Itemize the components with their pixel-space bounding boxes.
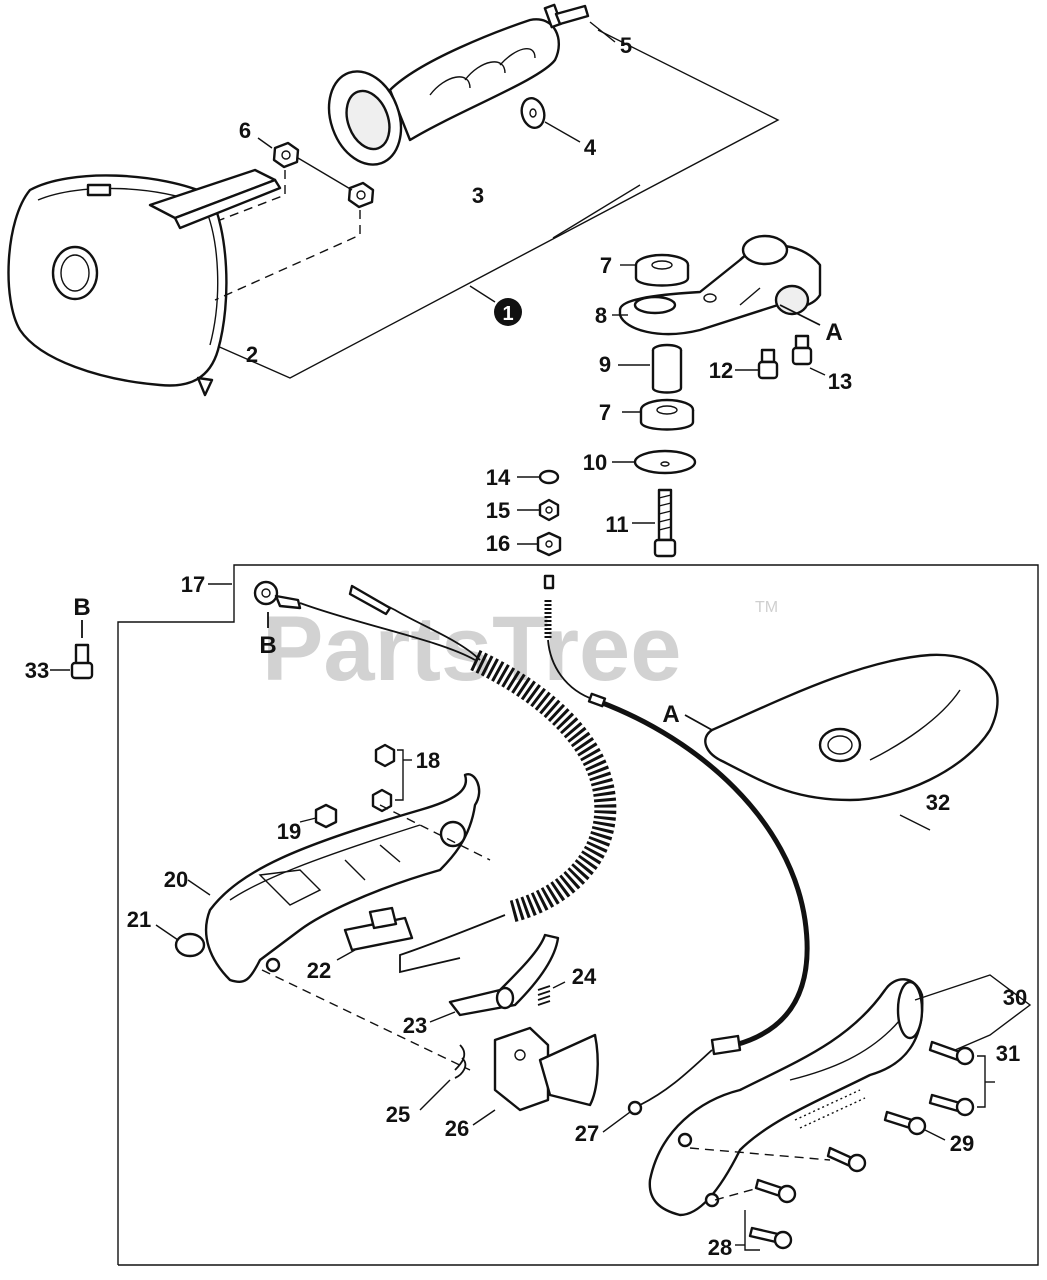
label-17: 17 — [181, 572, 205, 597]
ref-b-terminal: B — [259, 632, 276, 659]
screw-33-part — [70, 643, 94, 680]
label-12: 12 — [709, 358, 733, 383]
guard-plate-part — [7, 168, 282, 397]
spring-24-part — [537, 985, 551, 1006]
throttle-cable-part — [543, 574, 810, 1116]
nut-15-part — [538, 498, 560, 522]
label-18: 18 — [416, 748, 440, 773]
bearing-7-top-part — [634, 253, 690, 287]
label-11: 11 — [605, 512, 628, 537]
switch-22-part — [343, 906, 414, 952]
assembly-1-marker — [494, 298, 522, 326]
nut-16-part — [536, 531, 562, 557]
screw-29-part — [883, 1110, 927, 1136]
label-23: 23 — [403, 1013, 427, 1038]
screw-5-part — [543, 3, 590, 29]
label-30: 30 — [1003, 985, 1027, 1010]
wire-harness-part — [253, 580, 481, 661]
label-33: 33 — [25, 658, 49, 683]
loop-handle-32-part — [704, 653, 999, 802]
watermark-trademark: TM — [755, 599, 778, 616]
ref-a-arm: A — [825, 319, 842, 346]
label-5: 5 — [620, 33, 632, 58]
torsion-spring-25-part — [454, 1044, 467, 1079]
washer-4-part — [520, 97, 546, 129]
label-9: 9 — [599, 352, 611, 377]
nut-6-parts — [272, 141, 375, 209]
handle-half-20-part — [204, 773, 481, 983]
label-31: 31 — [996, 1041, 1020, 1066]
washer-14-part — [538, 469, 560, 485]
washer-10-part — [633, 449, 697, 475]
label-19: 19 — [277, 819, 301, 844]
label-10: 10 — [583, 450, 607, 475]
trigger-23-part — [448, 933, 560, 1017]
label-8: 8 — [595, 303, 607, 328]
ref-a-handle: A — [662, 701, 679, 728]
label-7-top: 7 — [600, 253, 612, 278]
nut-19-part — [314, 803, 338, 829]
nut-18-parts — [371, 743, 396, 813]
label-13: 13 — [828, 369, 852, 394]
label-21: 21 — [127, 907, 151, 932]
label-15: 15 — [486, 498, 510, 523]
rear-handle-30-part — [648, 978, 924, 1217]
arm-8-part — [618, 234, 822, 336]
label-27: 27 — [575, 1121, 599, 1146]
bolt-11-part — [653, 488, 677, 558]
label-25: 25 — [386, 1102, 410, 1127]
label-24: 24 — [572, 964, 597, 989]
bearing-7-bottom-part — [639, 398, 695, 431]
label-32: 32 — [926, 790, 950, 815]
ref-b-screw: B — [73, 594, 90, 621]
label-22: 22 — [307, 958, 331, 983]
label-6: 6 — [239, 118, 251, 143]
label-14: 14 — [486, 465, 511, 490]
lockout-lever-26-part — [493, 1026, 599, 1112]
coiled-cord-part — [470, 650, 617, 923]
screw-13-part — [791, 334, 813, 366]
screw-28-parts — [748, 1146, 867, 1250]
screw-31-parts — [928, 1040, 975, 1117]
grip-assembly-leader-frame — [214, 29, 780, 379]
assembly-17-frame — [117, 564, 1039, 1266]
label-3: 3 — [472, 183, 484, 208]
watermark-text: PartsTree — [262, 598, 681, 700]
grip-part — [327, 18, 560, 166]
plug-21-part — [174, 932, 206, 958]
label-28: 28 — [708, 1235, 732, 1260]
label-2: 2 — [246, 342, 258, 367]
label-26: 26 — [445, 1116, 469, 1141]
label-4: 4 — [584, 135, 597, 160]
spacer-9-part — [651, 343, 683, 394]
label-29: 29 — [950, 1131, 974, 1156]
assembly-1-label: 1 — [502, 303, 513, 325]
label-7-bottom: 7 — [599, 400, 611, 425]
label-20: 20 — [164, 867, 188, 892]
screw-12-part — [757, 348, 779, 380]
label-16: 16 — [486, 531, 510, 556]
